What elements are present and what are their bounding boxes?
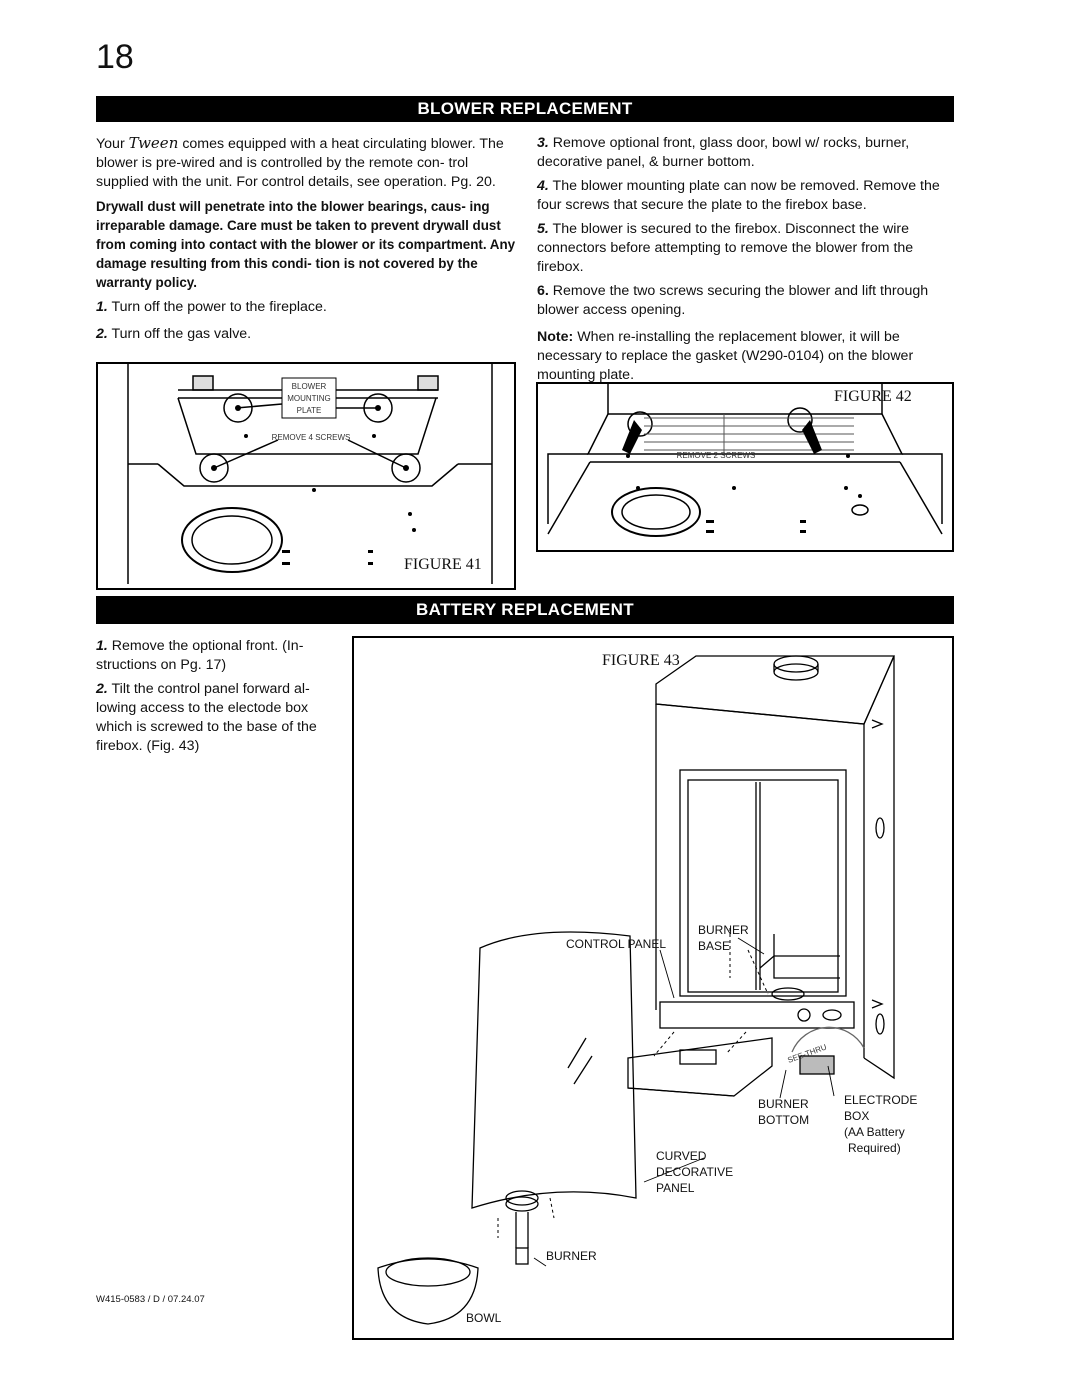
electrode-box-label: ELECTRODE BOX (AA Battery Required) [844, 1092, 917, 1156]
burner-bottom-label: BURNER BOTTOM [758, 1096, 809, 1128]
burner-base-label: BURNER BASE [698, 922, 749, 954]
step-4-num: 4. [537, 178, 549, 194]
blower-left-column: Your Tween comes equipped with a heat ci… [96, 134, 516, 349]
battery-step-2: 2. Tilt the control panel forward al- lo… [96, 680, 340, 756]
figure-42-drawing: REMOVE 2 SCREWS [547, 384, 943, 537]
document-code: W415-0583 / D / 07.24.07 [96, 1294, 205, 1305]
figure-41-drawing: BLOWER MOUNTING PLATE REMOVE 4 SCREWS [127, 364, 493, 584]
electrode-line-4: Required) [848, 1141, 901, 1155]
curved-line-1: CURVED [656, 1149, 707, 1163]
figure-41-label: FIGURE 41 [404, 556, 482, 573]
battery-step-1-num: 1. [96, 638, 108, 654]
battery-section-heading: BATTERY REPLACEMENT [96, 596, 954, 624]
fig41-screws-label: REMOVE 4 SCREWS [272, 433, 351, 442]
gasket-note: Note: When re-installing the replacement… [537, 328, 955, 385]
intro-text: comes equipped with a heat circulating b… [96, 136, 504, 190]
burner-bottom-line-1: BURNER [758, 1097, 809, 1111]
step-2: 2. Turn off the gas valve. [96, 325, 516, 344]
battery-step-1-text: Remove the optional front. (In- structio… [96, 638, 304, 673]
figure-43: SEE-THRU FIGURE 43 CONTROL PANEL BURNER … [352, 636, 954, 1340]
figure-41: BLOWER MOUNTING PLATE REMOVE 4 SCREWS FI… [96, 362, 516, 590]
blower-section-heading: BLOWER REPLACEMENT [96, 96, 954, 122]
electrode-line-3: (AA Battery [844, 1125, 905, 1139]
fig41-plate-label-1: BLOWER [292, 382, 327, 391]
drywall-warning: Drywall dust will penetrate into the blo… [96, 199, 516, 290]
blower-right-column: 3. Remove optional front, glass door, bo… [537, 134, 955, 390]
fig41-plate-label-3: PLATE [297, 406, 322, 415]
step-4: 4. The blower mounting plate can now be … [537, 177, 955, 215]
control-panel-label: CONTROL PANEL [566, 937, 667, 951]
step-5-num: 5. [537, 221, 549, 237]
step-1-num: 1. [96, 299, 108, 315]
electrode-line-2: BOX [844, 1109, 870, 1123]
curved-line-3: PANEL [656, 1181, 695, 1195]
battery-step-1: 1. Remove the optional front. (In- struc… [96, 637, 340, 675]
bowl-label: BOWL [466, 1311, 502, 1325]
burner-base-line-1: BURNER [698, 923, 749, 937]
fig42-screws-label: REMOVE 2 SCREWS [677, 451, 756, 460]
curved-line-2: DECORATIVE [656, 1165, 734, 1179]
page-number: 18 [96, 38, 134, 76]
intro-your: Your [96, 136, 125, 152]
blower-intro: Your Tween comes equipped with a heat ci… [96, 134, 516, 192]
battery-step-2-text: Tilt the control panel forward al- lowin… [96, 681, 317, 754]
curved-panel-label: CURVED DECORATIVE PANEL [656, 1148, 733, 1196]
burner-base-line-2: BASE [698, 939, 731, 953]
step-1-text: Turn off the power to the fireplace. [111, 299, 327, 315]
fig41-plate-label-2: MOUNTING [287, 394, 331, 403]
step-2-text: Turn off the gas valve. [111, 326, 252, 342]
step-5: 5. The blower is secured to the firebox.… [537, 220, 955, 277]
figure-42: REMOVE 2 SCREWS FIGURE 42 [536, 382, 954, 552]
electrode-line-1: ELECTRODE [844, 1093, 918, 1107]
battery-section-title: BATTERY REPLACEMENT [416, 600, 634, 619]
note-label: Note: [537, 329, 574, 345]
note-text: When re-installing the replacement blowe… [537, 329, 914, 383]
step-2-num: 2. [96, 326, 108, 342]
step-4-text: The blower mounting plate can now be rem… [537, 178, 940, 213]
step-6-num: 6. [537, 283, 549, 299]
step-5-text: The blower is secured to the firebox. Di… [537, 221, 914, 275]
battery-step-2-num: 2. [96, 681, 108, 697]
brand-logo-text: Tween [128, 134, 179, 152]
figure-42-label: FIGURE 42 [834, 388, 912, 405]
step-3-text: Remove optional front, glass door, bowl … [537, 135, 910, 170]
step-1: 1. Turn off the power to the fireplace. [96, 298, 516, 317]
figure-43-label: FIGURE 43 [602, 652, 680, 669]
blower-section-title: BLOWER REPLACEMENT [417, 99, 633, 118]
step-3: 3. Remove optional front, glass door, bo… [537, 134, 955, 172]
step-6: 6. Remove the two screws securing the bl… [537, 282, 955, 320]
burner-bottom-line-2: BOTTOM [758, 1113, 810, 1127]
figure-43-drawing: SEE-THRU [377, 655, 895, 1325]
battery-left-column: 1. Remove the optional front. (In- struc… [96, 637, 340, 761]
step-6-text: Remove the two screws securing the blowe… [537, 283, 929, 318]
burner-label: BURNER [546, 1249, 597, 1263]
step-3-num: 3. [537, 135, 549, 151]
